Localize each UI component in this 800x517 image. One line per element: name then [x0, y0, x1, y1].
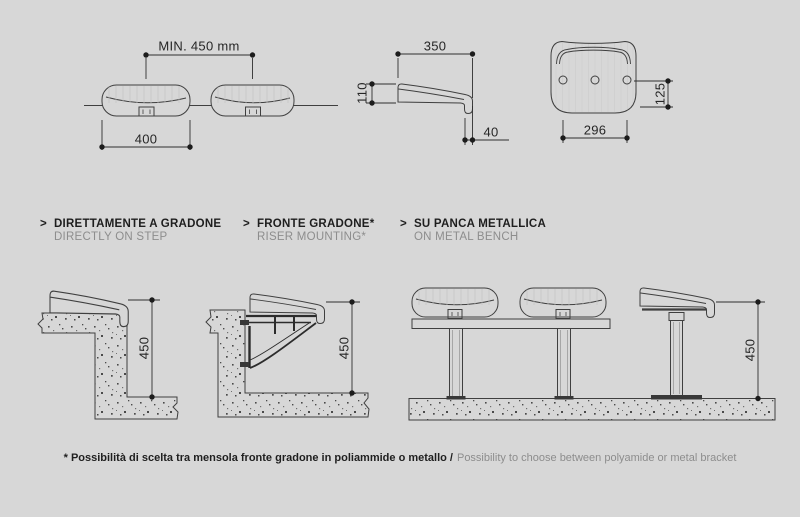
riser-mount-drawing [205, 293, 370, 418]
option-title: DIRETTAMENTE A GRADONE [53, 218, 222, 230]
option-subtitle: ON METAL BENCH [413, 231, 519, 243]
dimension-bench-height [716, 299, 765, 402]
anchor-bolt [240, 362, 249, 367]
dimension-hole-offset [634, 78, 673, 110]
dimension-lip [462, 106, 509, 145]
dim-label-height: 110 [354, 82, 370, 104]
pedestal-seat-side [639, 287, 715, 400]
seat-side-outline [249, 293, 325, 324]
mount-hole [622, 75, 632, 85]
mount-hole [590, 75, 600, 85]
bench-pedestal [554, 328, 574, 400]
base-plate [651, 395, 702, 400]
side-view-drawing [366, 51, 509, 145]
dim-label-depth: 350 [423, 38, 447, 54]
seat-front-outline [411, 287, 499, 319]
bench-pedestal [446, 328, 466, 400]
dim-label-bench-height: 450 [742, 338, 758, 362]
riser-bracket [240, 314, 317, 369]
seat-front-outline [101, 84, 191, 117]
dim-label-spacing: MIN. 450 mm [158, 38, 240, 54]
backrest-contour [556, 46, 631, 65]
dim-label-hole-offset: 125 [652, 82, 668, 106]
footnote: * Possibilità di scelta tra mensola fron… [64, 452, 737, 464]
mount-hole [558, 75, 568, 85]
dim-label-seat-width: 400 [134, 131, 158, 147]
dimension-plan-width [560, 120, 630, 143]
concrete-floor-section [408, 398, 776, 421]
dimension-riser-height [326, 299, 360, 396]
mount-option-step: > DIRETTAMENTE A GRADONE DIRECTLY ON STE… [40, 218, 221, 244]
chevron-right-icon: > [40, 218, 47, 230]
footnote-italian: * Possibilità di scelta tra mensola fron… [63, 452, 453, 464]
chevron-right-icon: > [400, 218, 407, 230]
dim-label-step-height: 450 [136, 336, 152, 360]
anchor-bolt [240, 320, 249, 325]
seat-side-outline [639, 287, 715, 318]
step-mount-drawing [37, 290, 179, 420]
dimension-spacing [143, 52, 256, 79]
footnote-english: Possibility to choose between polyamide … [456, 452, 737, 464]
dimension-step-height [128, 297, 160, 400]
dim-label-riser-height: 450 [336, 336, 352, 360]
seat-front-outline [519, 287, 607, 319]
dimension-height [366, 81, 396, 106]
seat-mount-detail [447, 309, 463, 319]
option-title: SU PANCA METALLICA [413, 218, 547, 230]
seat-mount-detail [138, 106, 155, 117]
plan-view-drawing [550, 40, 673, 143]
seat-front-outline [210, 84, 295, 117]
base-plate [554, 396, 574, 400]
dim-label-plan-width: 296 [583, 122, 607, 138]
concrete-riser-section [205, 309, 370, 418]
option-subtitle: DIRECTLY ON STEP [53, 231, 168, 243]
bench-mount-drawing [408, 287, 776, 421]
base-plate [446, 396, 466, 400]
dimension-seat-width [99, 120, 193, 150]
concrete-step-section [37, 312, 179, 420]
chevron-right-icon: > [243, 218, 250, 230]
option-subtitle: RISER MOUNTING* [256, 231, 367, 243]
seat-side-outline [397, 83, 473, 114]
seat-plan-outline [550, 40, 637, 114]
mount-option-bench: > SU PANCA METALLICA ON METAL BENCH [400, 218, 546, 244]
bench-rail [411, 318, 611, 329]
seat-mount-detail [555, 309, 571, 319]
dimension-depth [395, 51, 476, 98]
mount-option-riser: > FRONTE GRADONE* RISER MOUNTING* [243, 218, 374, 244]
front-view-drawing [84, 52, 338, 150]
dim-label-lip: 40 [483, 124, 499, 140]
option-title: FRONTE GRADONE* [256, 218, 375, 230]
seat-mount-detail [245, 106, 261, 117]
